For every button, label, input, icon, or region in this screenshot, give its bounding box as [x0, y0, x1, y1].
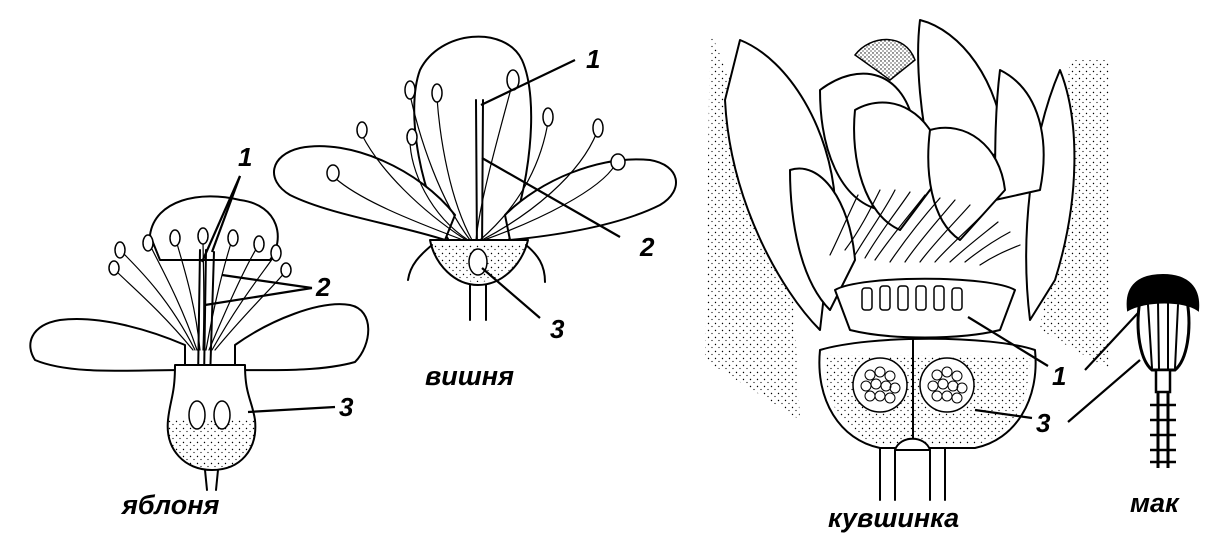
- cherry-label-1: 1: [586, 44, 600, 74]
- apple-label-2: 2: [315, 272, 331, 302]
- waterlily-label-3: 3: [1036, 408, 1051, 438]
- waterlily-label-1: 1: [1052, 361, 1066, 391]
- apple-flower-drawing: [30, 196, 368, 490]
- poppy-fruit-drawing: [1128, 275, 1199, 468]
- apple-label-1: 1: [238, 142, 252, 172]
- apple-name: яблоня: [120, 490, 220, 520]
- poppy-name: мак: [1130, 488, 1180, 518]
- cherry-flower-drawing: [274, 37, 676, 320]
- cherry-label-3: 3: [550, 314, 565, 344]
- apple-label-3: 3: [339, 392, 354, 422]
- waterlily-name: кувшинка: [828, 503, 959, 533]
- cherry-label-2: 2: [639, 232, 655, 262]
- cherry-name: вишня: [425, 361, 514, 391]
